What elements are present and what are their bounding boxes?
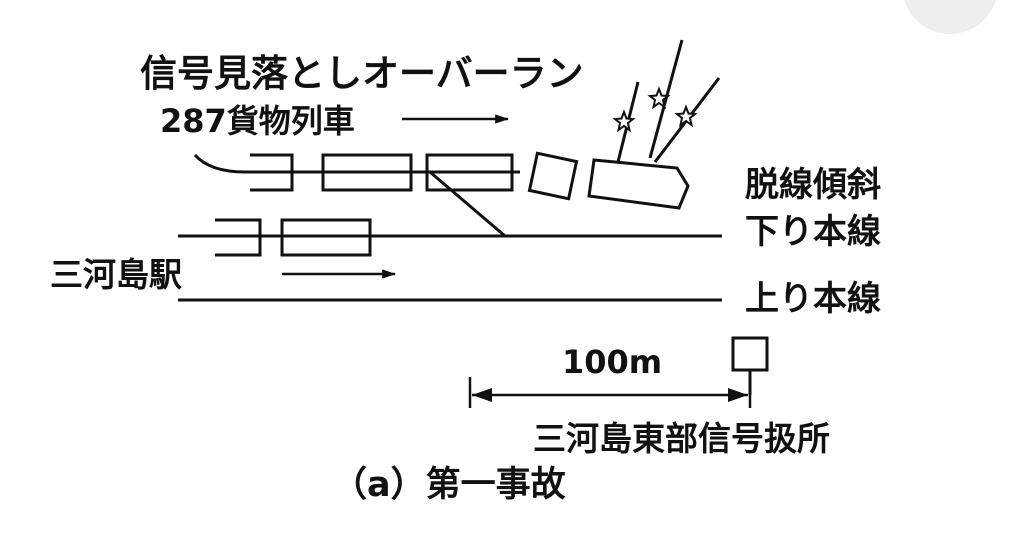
distance-label: 100m <box>562 343 663 381</box>
train-label: 287貨物列車 <box>160 102 355 140</box>
up-line-label: 上り本線 <box>745 279 881 319</box>
train-car-end-1 <box>250 153 294 192</box>
impact-star-1 <box>612 109 636 133</box>
station-train-car <box>280 218 372 257</box>
derail-label: 脱線傾斜 <box>745 165 881 205</box>
station-train-end <box>215 218 262 257</box>
derailed-car-1 <box>527 151 579 201</box>
distance-arrow-left <box>472 388 492 402</box>
station-label: 三河島駅 <box>50 255 182 294</box>
down-line-label: 下り本線 <box>745 212 881 252</box>
derailed-car-2 <box>587 158 690 210</box>
signal-box-icon <box>731 336 769 372</box>
impact-line-1 <box>648 39 684 159</box>
siding-track <box>193 153 520 174</box>
impact-star-3 <box>674 104 698 128</box>
signal-box-label: 三河島東部信号扱所 <box>533 419 830 458</box>
distance-arrow-right <box>728 388 748 402</box>
caption: （a）第一事故 <box>332 465 566 505</box>
overrun-label: 信号見落としオーバーラン <box>140 52 584 95</box>
crossover-track <box>429 170 506 238</box>
train-car-2 <box>321 153 413 192</box>
impact-star-2 <box>647 86 671 110</box>
train-car-3 <box>425 153 514 192</box>
